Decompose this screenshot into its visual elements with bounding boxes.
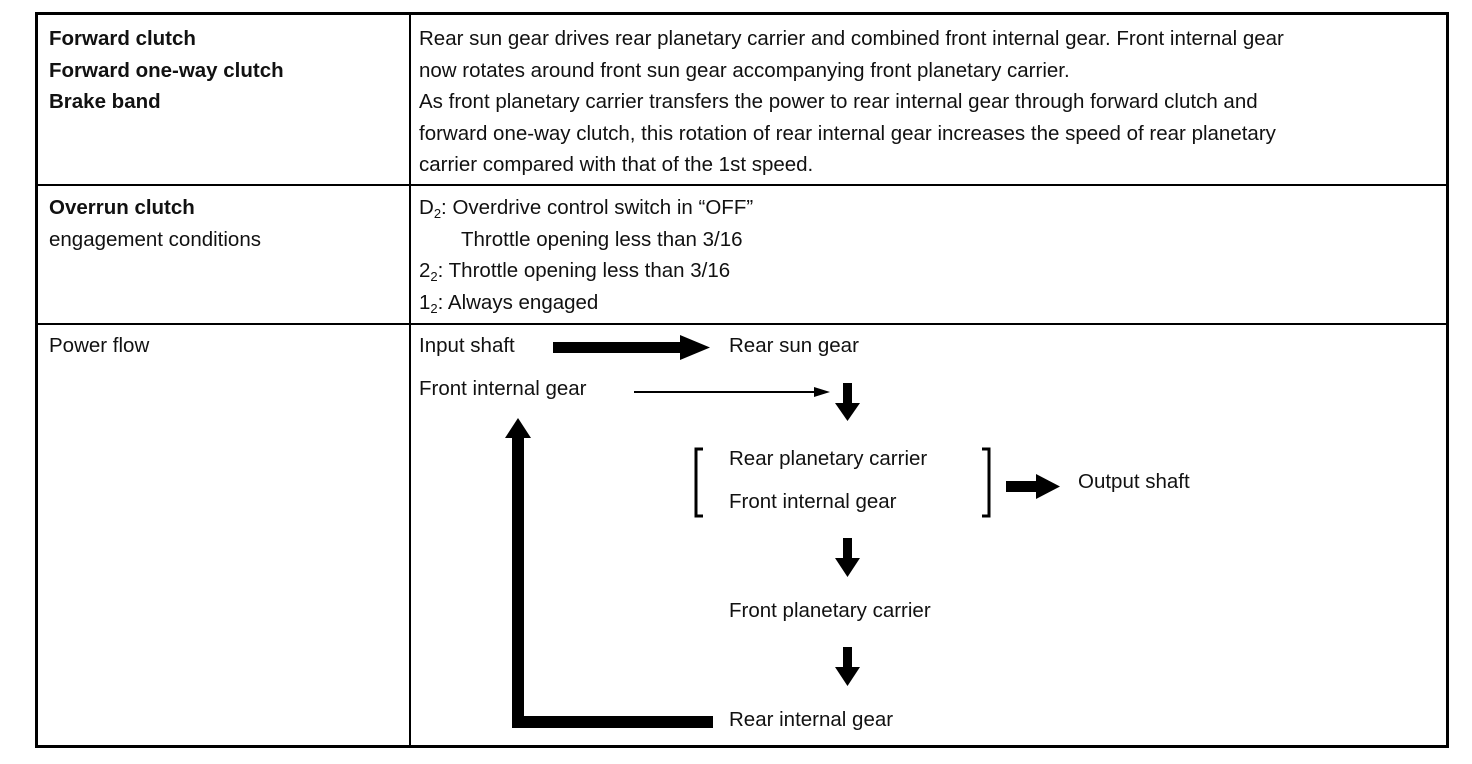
- row-divider: [35, 323, 1449, 325]
- arrow-right-icon: [1006, 474, 1060, 499]
- row2-label-engagement-conditions: engagement conditions: [49, 227, 261, 251]
- flow-front-planetary-carrier: Front planetary carrier: [729, 599, 931, 622]
- column-divider: [409, 12, 411, 748]
- right-bracket: [982, 447, 991, 518]
- arrow-down-icon: [835, 647, 860, 686]
- condition-22: 22: Throttle opening less than 3/16: [419, 259, 731, 284]
- row1-label-brake-band: Brake band: [49, 90, 161, 113]
- condition-d2-throttle: Throttle opening less than 3/16: [461, 227, 743, 251]
- row-divider: [35, 184, 1449, 186]
- arrow-right-icon: [553, 335, 710, 360]
- arrow-down-icon: [835, 383, 860, 421]
- arrow-right-icon: [634, 387, 830, 397]
- row2-label-overrun-clutch: Overrun clutch: [49, 196, 195, 219]
- row3-label-power-flow: Power flow: [49, 334, 150, 357]
- flow-front-internal-gear-bracket: Front internal gear: [729, 490, 897, 513]
- flow-rear-planetary-carrier: Rear planetary carrier: [729, 447, 928, 470]
- row1-description-line: now rotates around front sun gear accomp…: [419, 58, 1070, 82]
- row1-label-forward-one-way-clutch: Forward one-way clutch: [49, 58, 284, 82]
- flow-input-shaft: Input shaft: [419, 334, 515, 357]
- flow-output-shaft: Output shaft: [1078, 470, 1190, 493]
- row1-description-line: forward one-way clutch, this rotation of…: [419, 121, 1276, 145]
- row1-description-line: As front planetary carrier transfers the…: [419, 90, 1258, 113]
- row1-description-line: Rear sun gear drives rear planetary carr…: [419, 27, 1284, 50]
- condition-12: 12: Always engaged: [419, 290, 599, 316]
- condition-d2: D2: Overdrive control switch in “OFF”: [419, 196, 754, 221]
- flow-front-internal-gear: Front internal gear: [419, 377, 587, 400]
- power-flow-diagram: [505, 335, 1060, 728]
- return-arrow-icon: [505, 418, 713, 728]
- flow-rear-sun-gear: Rear sun gear: [729, 334, 859, 357]
- table-frame: [35, 12, 1449, 748]
- row1-description-line: carrier compared with that of the 1st sp…: [419, 153, 814, 176]
- flow-rear-internal-gear: Rear internal gear: [729, 708, 894, 731]
- arrow-down-icon: [835, 538, 860, 577]
- left-bracket: [694, 447, 703, 518]
- row1-label-forward-clutch: Forward clutch: [49, 27, 196, 50]
